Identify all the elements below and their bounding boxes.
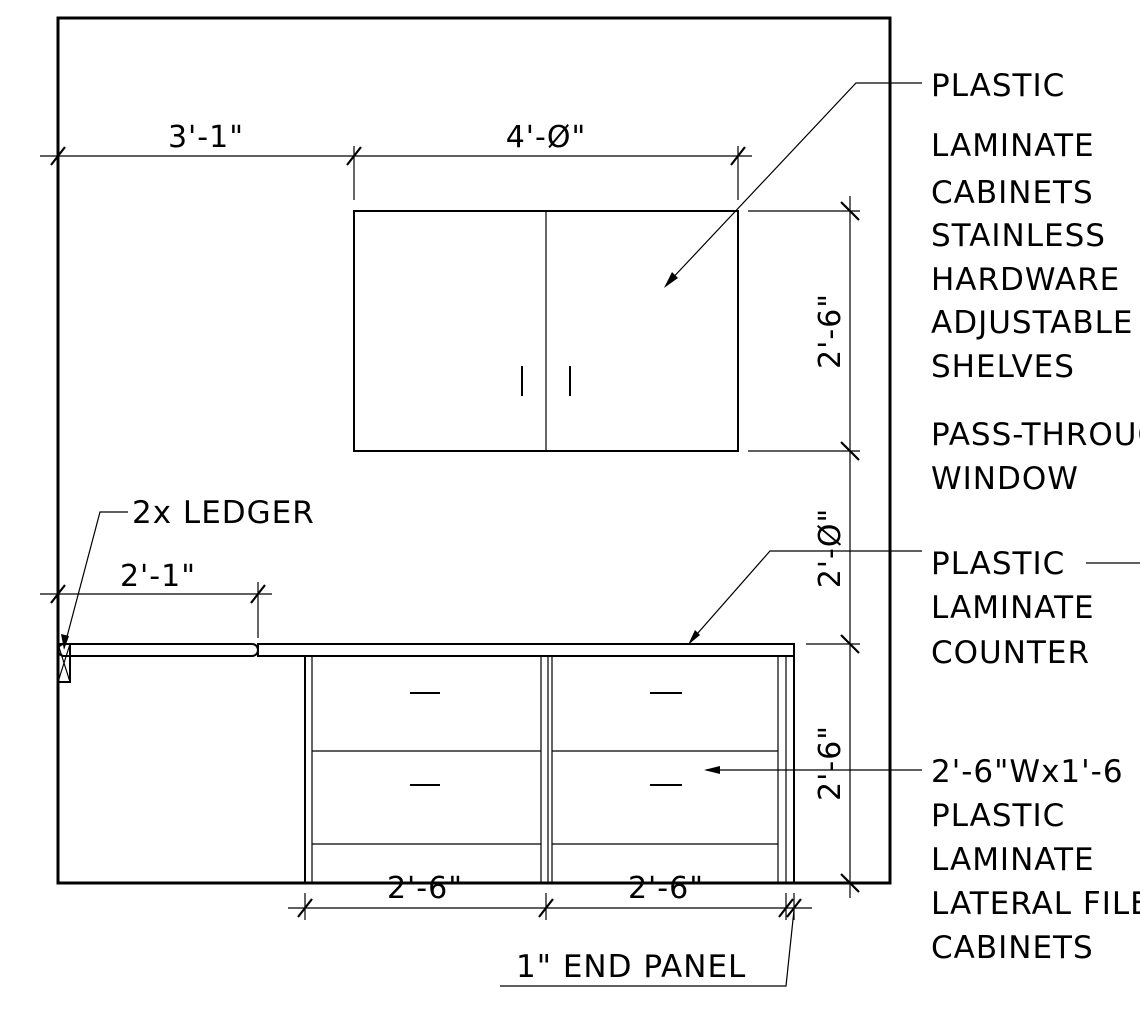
note-pass-through-window: PASS-THROUGH WINDOW bbox=[931, 417, 1140, 497]
svg-text:HARDWARE: HARDWARE bbox=[931, 262, 1120, 298]
counter-top bbox=[257, 643, 795, 657]
end-panel-leader bbox=[500, 909, 795, 987]
dim-base-cabinet-2-width: 2'-6" bbox=[628, 871, 704, 906]
counter-leader bbox=[688, 550, 1140, 645]
svg-text:LAMINATE: LAMINATE bbox=[931, 590, 1095, 626]
svg-text:PLASTIC: PLASTIC bbox=[931, 798, 1065, 834]
svg-text:CABINETS: CABINETS bbox=[931, 930, 1094, 966]
note-lateral-file: 2'-6"Wx1'-6 PLASTIC LAMINATE LATERAL FIL… bbox=[931, 754, 1140, 966]
dim-ledger-counter-length: 2'-1" bbox=[120, 559, 196, 594]
svg-text:PLASTIC: PLASTIC bbox=[931, 68, 1065, 104]
base-cabinets bbox=[304, 655, 795, 884]
svg-text:LAMINATE: LAMINATE bbox=[931, 842, 1095, 878]
svg-text:STAINLESS: STAINLESS bbox=[931, 218, 1106, 254]
top-dimension-line bbox=[40, 146, 752, 200]
note-end-panel: 1" END PANEL bbox=[516, 949, 746, 985]
lateral-file-leader bbox=[704, 766, 922, 774]
svg-text:PASS-THROUGH: PASS-THROUGH bbox=[931, 417, 1140, 453]
svg-text:LATERAL FILE: LATERAL FILE bbox=[931, 886, 1140, 922]
dim-base-cabinet-1-width: 2'-6" bbox=[387, 871, 463, 906]
upper-cabinet bbox=[353, 210, 739, 452]
ledger-leader bbox=[61, 511, 128, 650]
svg-text:2'-6"Wx1'-6: 2'-6"Wx1'-6 bbox=[931, 754, 1124, 790]
svg-text:COUNTER: COUNTER bbox=[931, 635, 1090, 671]
note-counter: PLASTIC LAMINATE COUNTER bbox=[931, 546, 1095, 671]
note-ledger: 2x LEDGER bbox=[132, 495, 315, 531]
svg-text:CABINETS: CABINETS bbox=[931, 175, 1094, 211]
right-dimension-line bbox=[748, 196, 860, 898]
dim-upper-cabinet-width: 4'-Ø" bbox=[506, 120, 587, 155]
bottom-dimension-line bbox=[288, 893, 812, 920]
ledger-counter bbox=[57, 643, 259, 683]
upper-cabinet-leader bbox=[664, 82, 922, 288]
svg-text:ADJUSTABLE: ADJUSTABLE bbox=[931, 305, 1133, 341]
svg-text:PLASTIC: PLASTIC bbox=[931, 546, 1065, 582]
svg-text:SHELVES: SHELVES bbox=[931, 349, 1075, 385]
dim-wall-left-offset: 3'-1" bbox=[168, 120, 244, 155]
svg-text:LAMINATE: LAMINATE bbox=[931, 128, 1095, 164]
dim-base-cabinet-height: 2'-6" bbox=[813, 725, 848, 801]
dim-gap-above-counter: 2'-Ø" bbox=[813, 508, 848, 589]
dim-upper-cabinet-height: 2'-6" bbox=[813, 293, 848, 369]
note-upper-cabinet: PLASTIC LAMINATE CABINETS STAINLESS HARD… bbox=[931, 68, 1133, 385]
svg-text:WINDOW: WINDOW bbox=[931, 461, 1079, 497]
